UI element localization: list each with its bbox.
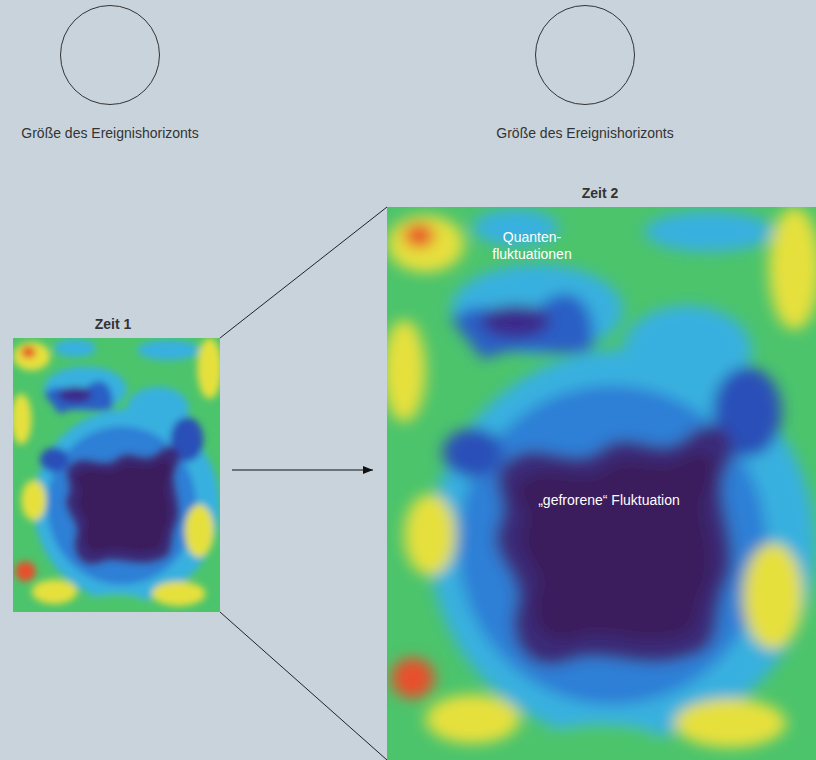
horizon-label: Größe des Ereignishorizonts [21,125,198,142]
event-horizon-circle: Größe des Ereignishorizonts [60,5,160,105]
field-large [383,207,816,760]
circle-outline [535,5,635,105]
event-horizon-circle: Größe des Ereignishorizonts [535,5,635,105]
zoom-line [220,612,387,760]
fluctuation-label: „gefrorene“ Fluktuation [538,492,680,509]
time-heading: Zeit 2 [582,185,619,202]
field-small [11,338,222,614]
fluctuation-label: Quanten- fluktuationen [477,229,587,263]
circle-outline [60,5,160,105]
time-heading: Zeit 1 [95,316,132,333]
arrow-connector [232,469,373,470]
time-panel: Zeit 1 [13,338,220,612]
horizon-label: Größe des Ereignishorizonts [496,125,673,142]
zoom-line [220,207,387,338]
time-panel: Zeit 2Quanten- fluktuationen„gefrorene“ … [387,207,816,760]
